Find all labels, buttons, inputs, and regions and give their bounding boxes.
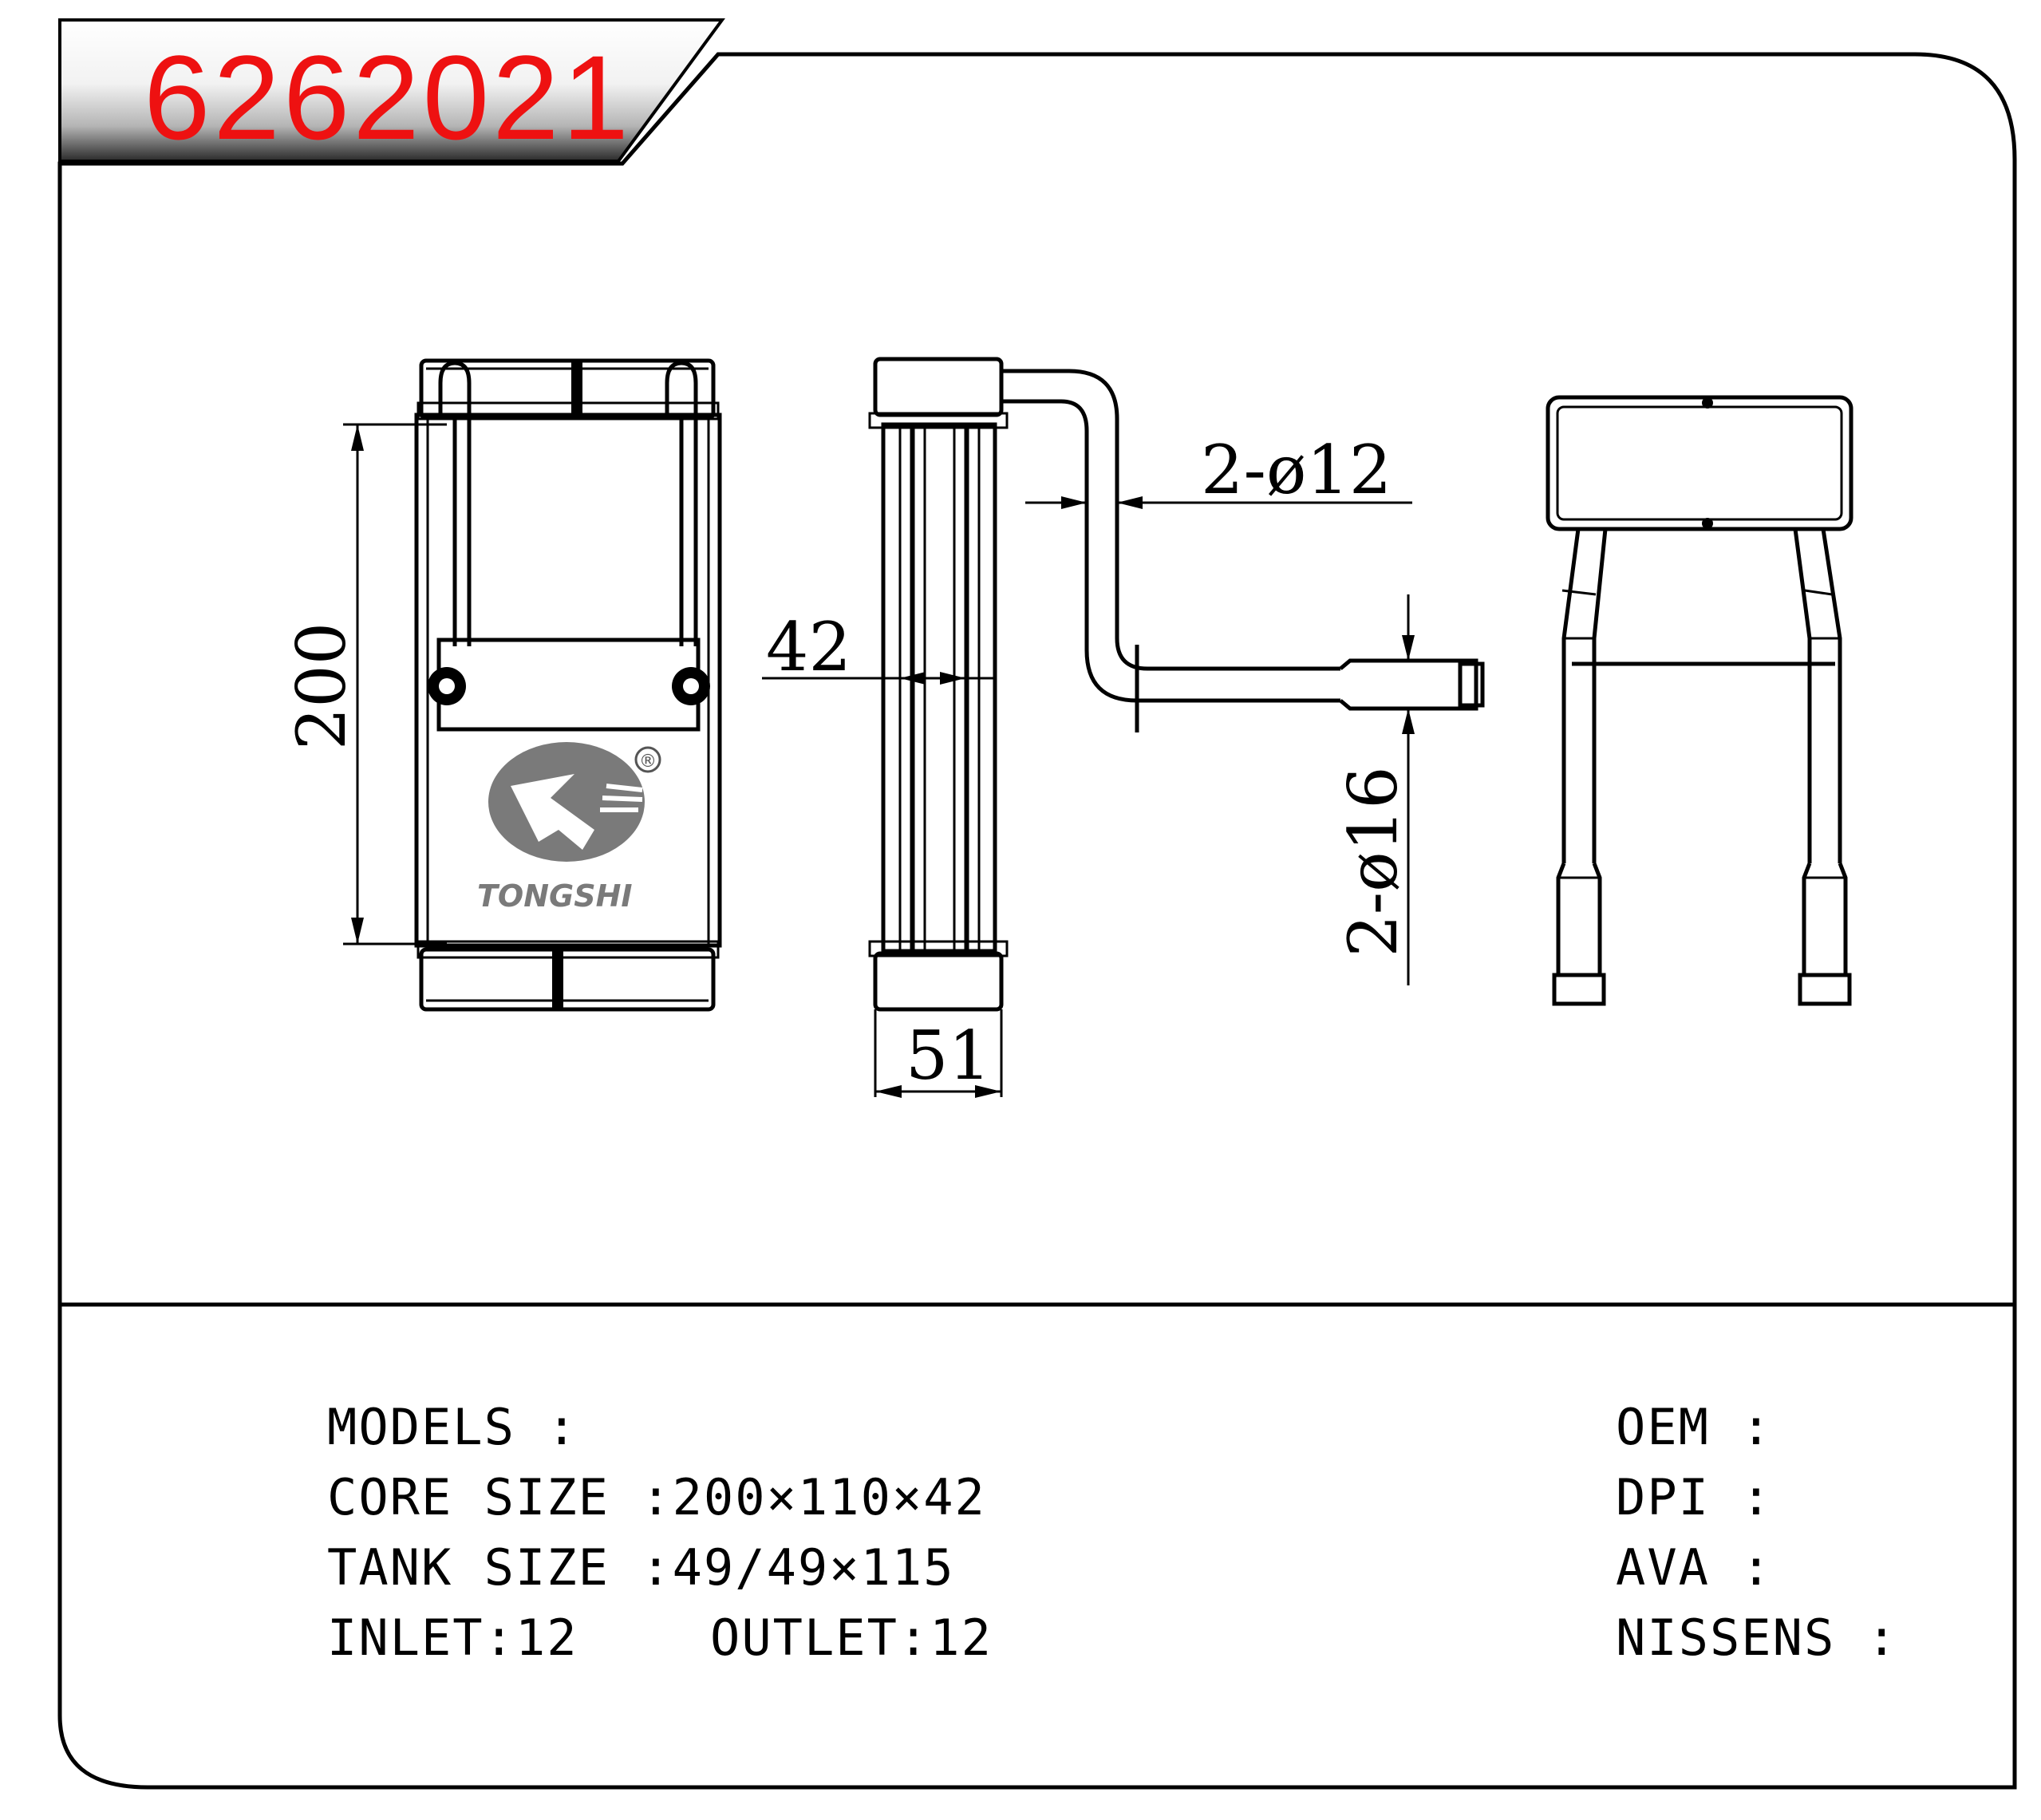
ref-oem: OEM : [1616, 1398, 1773, 1456]
tank-depth-label: 51 [906, 1017, 991, 1095]
part-number-banner [58, 18, 725, 163]
outlet-pipe-label: 2-ø12 [1201, 431, 1392, 509]
part-number: 6262021 [144, 30, 632, 164]
spec-models-sep: : [515, 1398, 578, 1456]
ref-nissens: NISSENS : [1616, 1609, 1898, 1667]
ref-dpi-sep: : [1709, 1468, 1773, 1526]
tongshi-logo: ® TONGSHI [477, 742, 661, 914]
core-depth-dimension: 42 [762, 608, 995, 686]
ref-ava: AVA : [1616, 1538, 1773, 1597]
spec-core-size-value: 200×110×42 [672, 1468, 986, 1526]
spec-outlet-value: 12 [930, 1609, 993, 1667]
spec-tank-size-value: 49/49×115 [672, 1538, 955, 1597]
side-view [868, 357, 1485, 1012]
spec-outlet-sep: : [898, 1609, 930, 1667]
spec-inlet-sep: : [484, 1609, 515, 1667]
spec-inlet-label: INLET [327, 1609, 484, 1667]
sheet-frame [57, 52, 2017, 1790]
spec-core-size-sep: : [609, 1468, 673, 1526]
spec-tank-size-label: TANK SIZE [327, 1538, 610, 1597]
top-view [1546, 395, 1853, 1006]
ref-ava-sep: : [1709, 1538, 1773, 1597]
ref-nissens-label: NISSENS [1616, 1609, 1836, 1667]
registered-mark: ® [639, 752, 657, 772]
spec-tank-size-sep: : [609, 1538, 673, 1597]
ref-nissens-sep: : [1835, 1609, 1898, 1667]
ref-ava-label: AVA [1616, 1538, 1710, 1597]
spec-inlet: INLET:12 [327, 1609, 578, 1667]
spec-core-size: CORE SIZE :200×110×42 [327, 1468, 986, 1526]
ref-oem-label: OEM [1616, 1398, 1710, 1456]
spec-outlet-label: OUTLET [710, 1609, 898, 1667]
spec-inlet-value: 12 [515, 1609, 578, 1667]
tank-depth-dimension: 51 [874, 1009, 1003, 1098]
spec-outlet: OUTLET:12 [710, 1609, 993, 1667]
ref-oem-sep: : [1709, 1398, 1773, 1456]
inlet-pipe-label: 2-ø16 [1334, 766, 1412, 957]
spec-models: MODELS : [327, 1398, 578, 1456]
core-depth-label: 42 [766, 608, 851, 686]
front-view [414, 358, 722, 1012]
height-label: 200 [282, 622, 361, 750]
inlet-pipe-dimension: 2-ø16 [1334, 594, 1415, 985]
spec-models-label: MODELS [327, 1398, 515, 1456]
spec-core-size-label: CORE SIZE [327, 1468, 610, 1526]
brand-name: TONGSHI [477, 878, 633, 914]
ref-dpi: DPI : [1616, 1468, 1773, 1526]
spec-tank-size: TANK SIZE :49/49×115 [327, 1538, 955, 1597]
height-dimension: 200 [282, 423, 447, 946]
ref-dpi-label: DPI [1616, 1468, 1710, 1526]
outlet-pipe-dimension: 2-ø12 [1025, 431, 1412, 509]
